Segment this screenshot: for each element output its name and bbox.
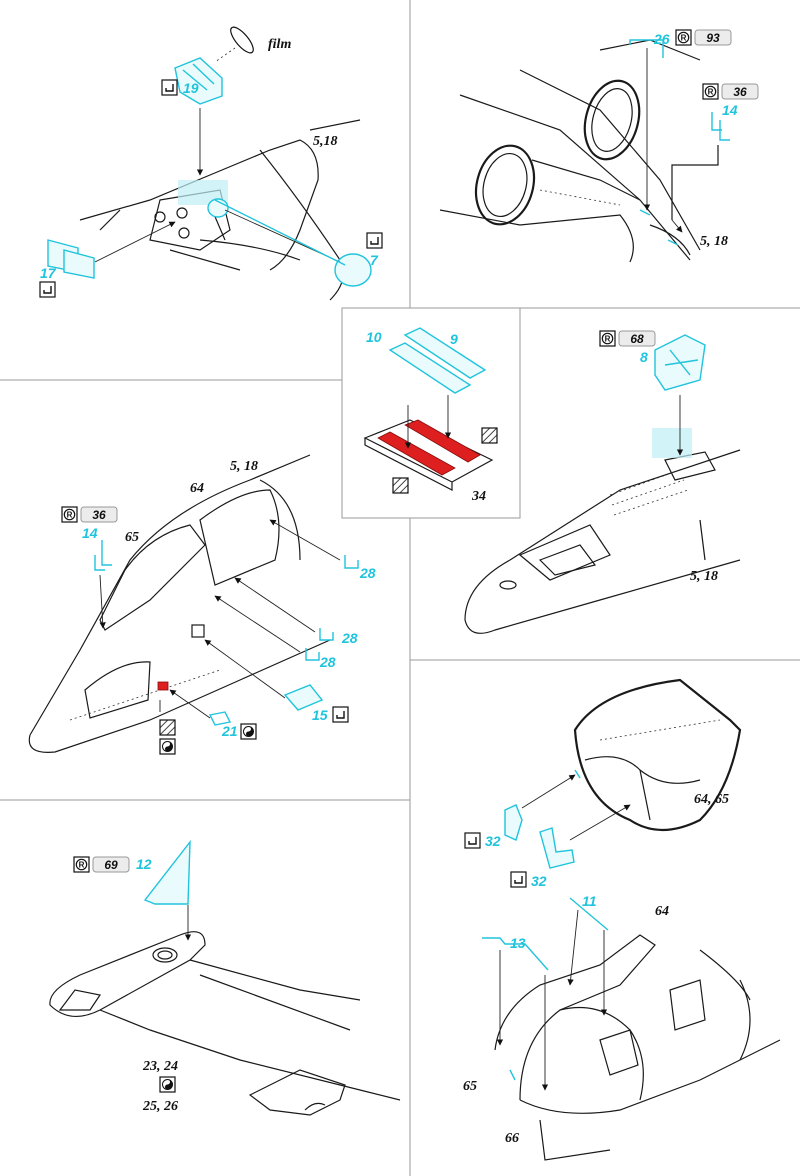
part-9-label: 9 — [450, 331, 458, 347]
tag-93: 93 — [706, 31, 720, 45]
label-66: 66 — [505, 1131, 519, 1146]
part-28-label: 28 — [319, 654, 336, 670]
part-26-label: 26 — [653, 31, 670, 47]
panel-1-diagram — [47, 26, 372, 301]
panel-4-diagram — [464, 334, 741, 634]
reference-label: 64, 65 — [694, 792, 729, 807]
part-11-label: 11 — [582, 893, 597, 909]
label-64: 64 — [190, 481, 204, 496]
check-icon — [366, 232, 383, 249]
part-14-label: 14 — [82, 525, 98, 541]
part-17-label: 17 — [40, 265, 57, 281]
part-19-label: 19 — [183, 80, 199, 96]
hatched-square-icon — [392, 477, 409, 494]
yin-yang-icon — [159, 1076, 176, 1093]
part-8-label: 8 — [640, 349, 648, 365]
part-28-label: 28 — [341, 630, 358, 646]
panel-3-diagram — [363, 327, 494, 491]
check-icon — [39, 281, 56, 298]
reference-label-top: 23, 24 — [142, 1059, 178, 1074]
panel-2-diagram — [439, 39, 730, 263]
resin-r-icon — [73, 856, 90, 873]
tag-36: 36 — [733, 85, 747, 99]
part-10-label: 10 — [366, 329, 382, 345]
label-65: 65 — [463, 1079, 477, 1094]
tag-36: 36 — [92, 508, 106, 522]
part-32-label: 32 — [531, 873, 547, 889]
reference-label: 5, 18 — [690, 569, 718, 584]
check-icon — [464, 832, 481, 849]
part-12-label: 12 — [136, 856, 152, 872]
check-icon — [510, 871, 527, 888]
tag-68: 68 — [630, 332, 644, 346]
yin-yang-icon — [240, 723, 257, 740]
check-icon — [332, 706, 349, 723]
reference-label: 5, 18 — [700, 234, 728, 249]
hatched-square-icon — [159, 719, 176, 736]
resin-r-icon — [61, 506, 78, 523]
resin-r-icon — [599, 330, 616, 347]
resin-r-icon — [675, 29, 692, 46]
film-label: film — [268, 37, 291, 52]
part-7-label: 7 — [370, 252, 379, 268]
part-14-label: 14 — [722, 102, 738, 118]
panel-5-diagram — [28, 454, 359, 753]
yin-yang-icon — [159, 738, 176, 755]
reference-label: 5, 18 — [230, 459, 258, 474]
hatched-square-icon — [481, 427, 498, 444]
panel-6-diagram — [482, 678, 781, 1161]
reference-label: 5,18 — [313, 134, 338, 149]
reference-label-bottom: 25, 26 — [142, 1099, 178, 1114]
part-15-label: 15 — [312, 707, 328, 723]
label-64: 64 — [655, 904, 669, 919]
part-32-label: 32 — [485, 833, 501, 849]
part-28-label: 28 — [359, 565, 376, 581]
check-icon — [161, 79, 178, 96]
resin-r-icon — [702, 83, 719, 100]
part-21-label: 21 — [221, 723, 238, 739]
part-13-label: 13 — [510, 935, 526, 951]
label-65: 65 — [125, 530, 139, 545]
panel-7-diagram — [49, 839, 401, 1116]
tag-69: 69 — [104, 858, 118, 872]
reference-label: 34 — [471, 489, 486, 504]
